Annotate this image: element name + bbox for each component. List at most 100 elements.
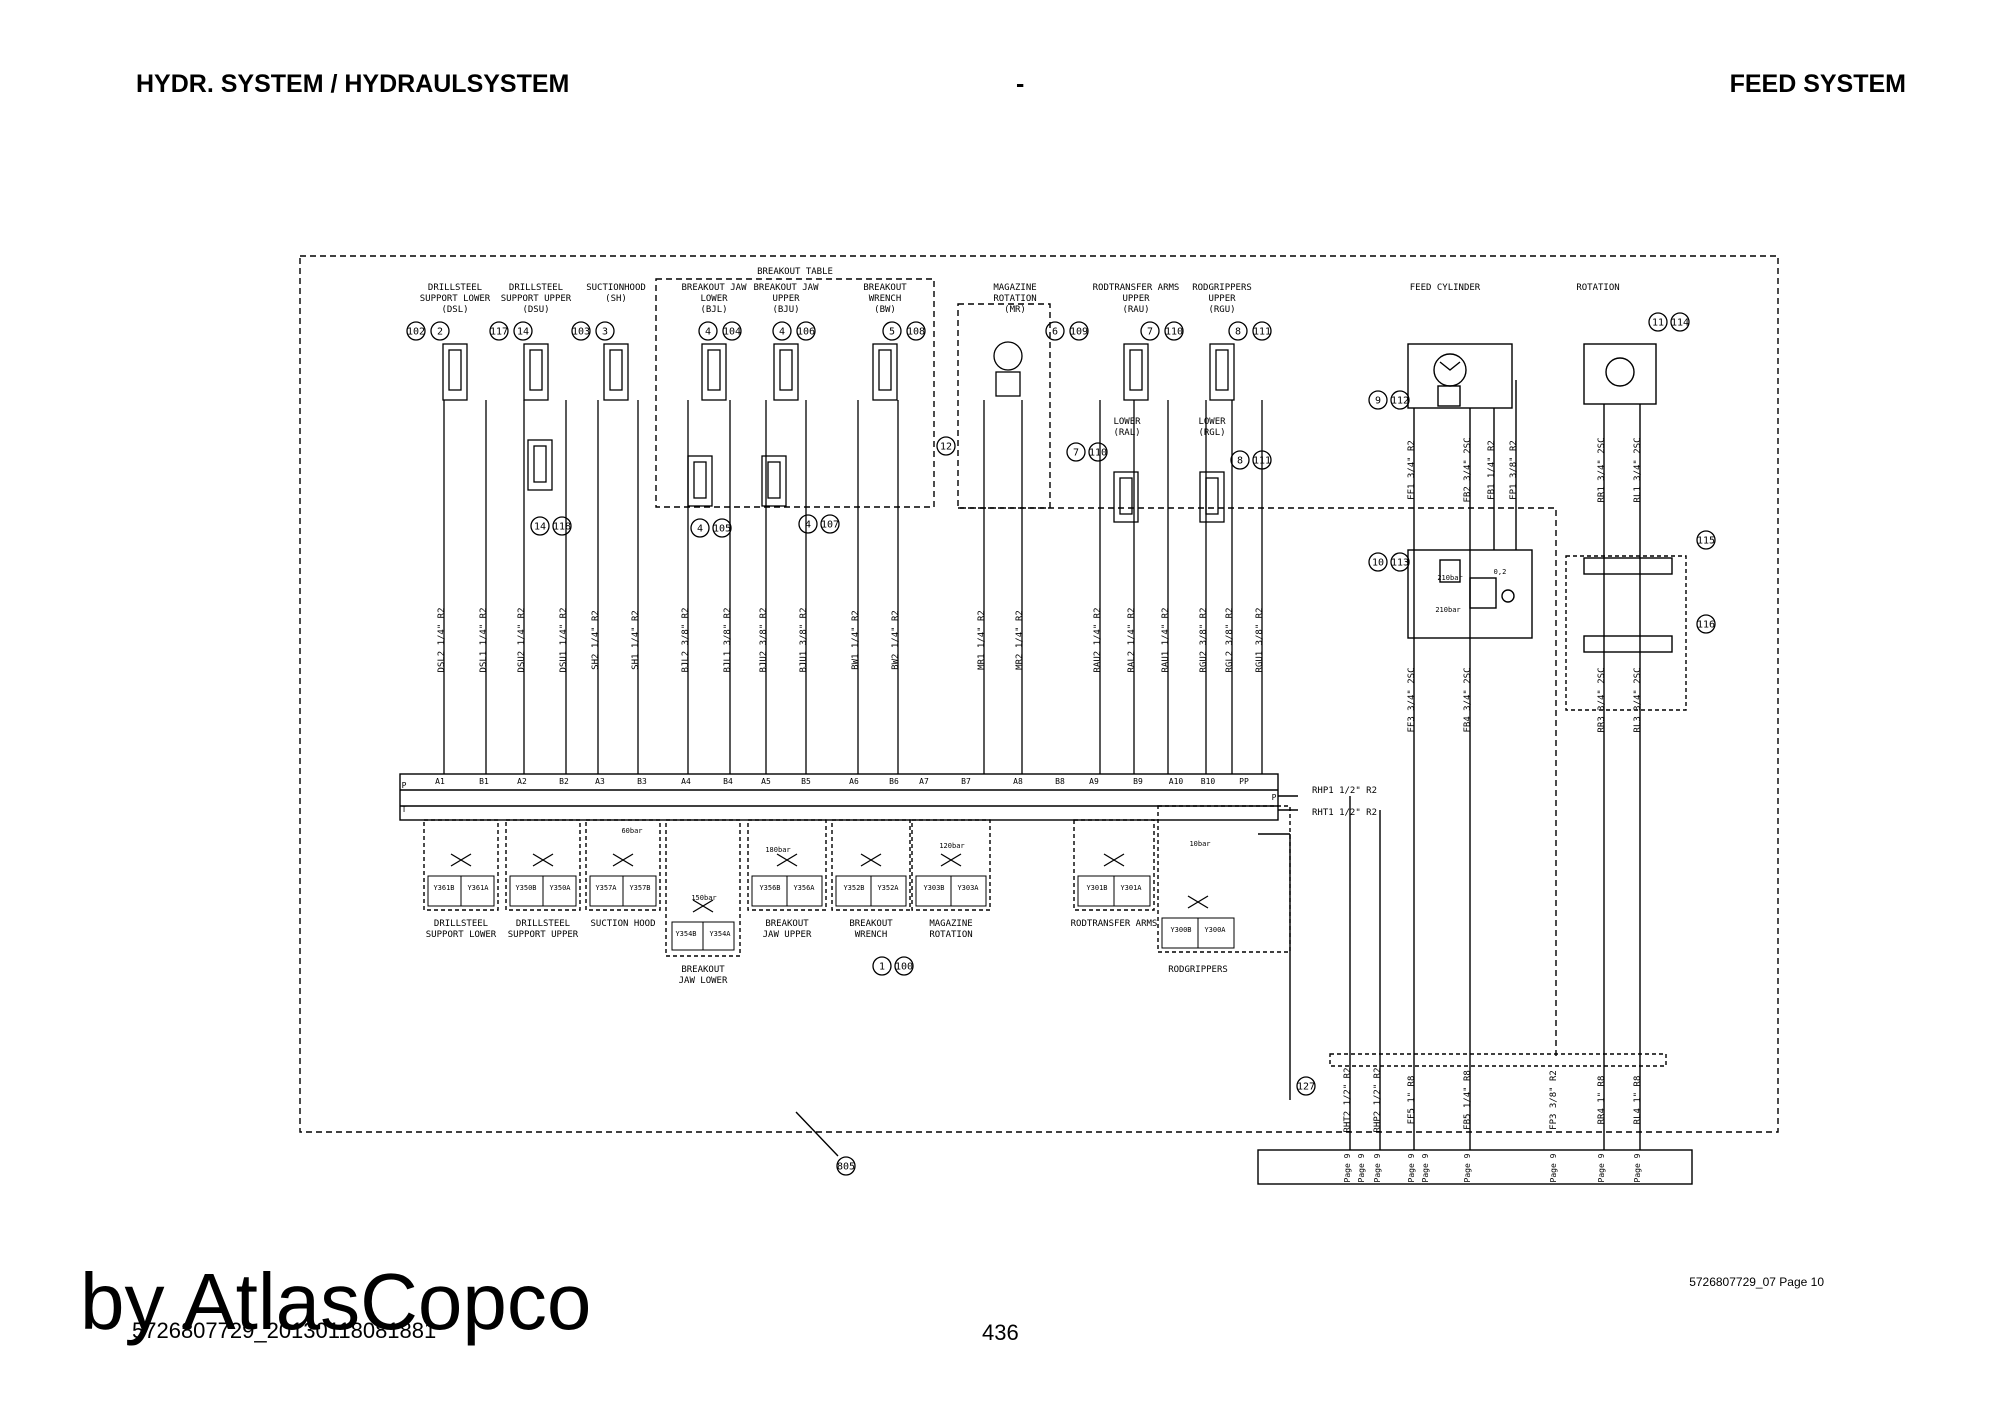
callout-ref-text: 14 (534, 522, 546, 533)
callout-ref (772, 321, 792, 341)
pressure-setting: 60bar (621, 827, 642, 835)
callout-ref (530, 516, 550, 536)
page-reference-box (1257, 1149, 1693, 1185)
coil-label: Y352A (877, 884, 899, 892)
rodgripper-lower-label: LOWER (1198, 417, 1226, 427)
coil-label: Y354B (675, 930, 696, 938)
pressure-setting: 0,2 (1494, 568, 1507, 576)
rod-transfer-lower-label: (RAL) (1113, 428, 1140, 438)
valve-group-label: RODGRIPPERS (1168, 965, 1228, 975)
page-ref: Page 9 (1597, 1153, 1606, 1182)
coil-label: Y300A (1204, 926, 1226, 934)
cylinder-rod (767, 461, 781, 499)
callout-ref-text: 1 (879, 962, 885, 973)
coil-label: Y303B (923, 884, 944, 892)
callout-ref (882, 321, 902, 341)
function-title: (BJL) (700, 305, 727, 315)
valve-port-label: A3 (595, 777, 605, 786)
callout-pos (489, 321, 509, 341)
callout-ref (690, 518, 710, 538)
callout-pos-text: 114 (1671, 318, 1689, 329)
function-title: BREAKOUT (863, 283, 907, 293)
cylinder-body (872, 343, 898, 401)
header-title-right: FEED SYSTEM (1729, 70, 1906, 98)
cylinder-rod (533, 445, 547, 483)
valve-port-label: PP (1239, 777, 1249, 786)
cylinder-body (761, 455, 787, 507)
valve-group-label: RODTRANSFER ARMS (1071, 919, 1158, 929)
valve-port-label: B3 (637, 777, 647, 786)
valve-port-label: A8 (1013, 777, 1023, 786)
cylinder-body (773, 343, 799, 401)
hose-label: SH1 1/4" R2 (631, 610, 641, 670)
callout-single-text: 115 (1697, 536, 1715, 547)
hose-label: SH2 1/4" R2 (591, 610, 601, 670)
callout-ref-text: 4 (805, 520, 811, 531)
callout-pos (1390, 390, 1410, 410)
coil-label: Y350A (549, 884, 571, 892)
cylinder-body (442, 343, 468, 401)
function-title: (DSU) (522, 305, 549, 315)
header-title-left: HYDR. SYSTEM / HYDRAULSYSTEM (136, 70, 570, 98)
hose-label: RAU1 1/4" R2 (1161, 607, 1171, 672)
page-ref: Page 9 (1463, 1153, 1472, 1182)
callout-ref-text: 10 (1372, 558, 1384, 569)
valve-port-label: B9 (1133, 777, 1143, 786)
valve-group-label: SUPPORT LOWER (426, 930, 497, 940)
cylinder-rod (448, 349, 462, 391)
function-title: BREAKOUT JAW (753, 283, 819, 293)
pressure-setting: 120bar (939, 842, 964, 850)
hose-label: MR1 1/4" R2 (977, 610, 987, 670)
valve-port-label: B5 (801, 777, 811, 786)
hose-label: RR3 3/4" 2SC (1597, 667, 1607, 732)
cylinder-rod (529, 349, 543, 391)
callout-ref (1066, 442, 1086, 462)
coil-label: Y301A (1120, 884, 1142, 892)
callout-pos-text: 107 (821, 520, 839, 531)
hose-label: RR1 3/4" 2SC (1597, 437, 1607, 502)
callout-pos (1670, 312, 1690, 332)
valve-port-label: A7 (919, 777, 929, 786)
spool-symbol (776, 853, 798, 867)
callout-ref-text: 6 (1052, 327, 1058, 338)
callout-ref (798, 514, 818, 534)
callout-pos (906, 321, 926, 341)
callout-single-text: 12 (940, 442, 952, 453)
function-title: (BW) (874, 305, 896, 315)
callout-single-text: 127 (1297, 1082, 1315, 1093)
callout-ref-text: 4 (697, 524, 703, 535)
valve-group-label: BREAKOUT (849, 919, 893, 929)
callout-pos (406, 321, 426, 341)
valve-port-label: B8 (1055, 777, 1065, 786)
valve-port-label: B6 (889, 777, 899, 786)
valve-group-label: MAGAZINE (929, 919, 972, 929)
callout-ref (1648, 312, 1668, 332)
rod-transfer-lower-label: LOWER (1113, 417, 1141, 427)
callout-pos-text: 105 (713, 524, 731, 535)
function-title: SUPPORT LOWER (420, 294, 491, 304)
function-title: WRENCH (869, 294, 902, 304)
bottom-hose-label: RR4 1" R8 (1597, 1076, 1607, 1125)
callout-ref-text: 8 (1235, 327, 1241, 338)
coil-label: Y356B (759, 884, 780, 892)
breakout-table-box (655, 278, 935, 508)
callout-pos-text: 110 (1165, 327, 1183, 338)
callout-pos (1390, 552, 1410, 572)
valve-port-label: B10 (1201, 777, 1216, 786)
callout-ref (513, 321, 533, 341)
hose-label: FB2 3/4" 2SC (1463, 437, 1473, 502)
callout-pos (552, 516, 572, 536)
coil-label: Y361A (467, 884, 489, 892)
hose-label: DSU2 1/4" R2 (517, 607, 527, 672)
return-label: RHP1 1/2" R2 (1312, 786, 1377, 796)
page-ref: Page 9 (1373, 1153, 1382, 1182)
valve-port-label: A6 (849, 777, 859, 786)
watermark: by AtlasCopco (80, 1257, 592, 1346)
schematic-border (299, 255, 1779, 1133)
hose-label: RGL2 3/8" R2 (1225, 607, 1235, 672)
hose-label: BJU2 3/8" R2 (759, 607, 769, 672)
callout-ref (1140, 321, 1160, 341)
magazine-rotation-box (957, 303, 1051, 509)
cylinder-rod (779, 349, 793, 391)
